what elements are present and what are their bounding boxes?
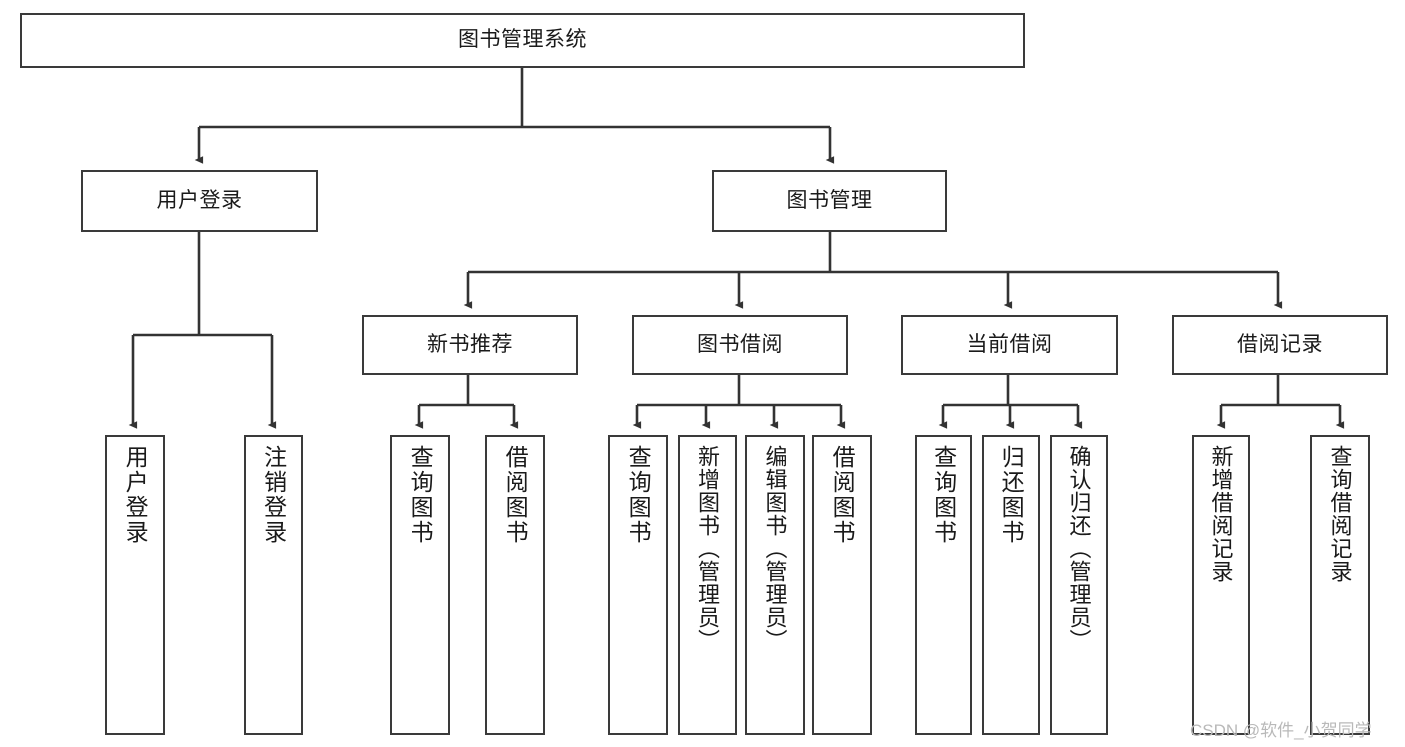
node-leaf-return-book-label: 归还图书 [998,445,1025,545]
node-leaf-borrow-book-1-label: 借阅图书 [502,445,529,545]
node-leaf-add-record[interactable]: 新增借阅记录 [1192,435,1250,735]
node-leaf-return-book[interactable]: 归还图书 [982,435,1040,735]
node-current-borrow[interactable]: 当前借阅 [901,315,1118,375]
node-leaf-borrow-book-2-label: 借阅图书 [829,445,856,545]
node-root-label: 图书管理系统 [458,28,587,52]
node-leaf-edit-book[interactable]: 编辑图书（管理员） [745,435,805,735]
node-leaf-user-login[interactable]: 用户登录 [105,435,165,735]
node-leaf-user-logout-label: 注销登录 [260,445,287,545]
node-leaf-query-book-3-label: 查询图书 [930,445,957,545]
node-book-management-label: 图书管理 [786,188,873,212]
node-leaf-confirm-return-label: 确认归还（管理员） [1066,445,1092,652]
node-leaf-user-logout[interactable]: 注销登录 [244,435,303,735]
node-leaf-edit-book-label: 编辑图书（管理员） [762,445,788,652]
node-leaf-add-record-label: 新增借阅记录 [1208,445,1234,583]
node-leaf-query-record-label: 查询借阅记录 [1327,445,1353,583]
node-leaf-user-login-label: 用户登录 [122,445,149,545]
node-leaf-query-book-1-label: 查询图书 [407,445,434,545]
node-leaf-add-book-label: 新增图书（管理员） [695,445,721,652]
node-leaf-borrow-book-2[interactable]: 借阅图书 [812,435,872,735]
node-leaf-query-book-1[interactable]: 查询图书 [390,435,450,735]
node-current-borrow-label: 当前借阅 [966,332,1053,356]
node-leaf-confirm-return[interactable]: 确认归还（管理员） [1050,435,1108,735]
node-borrow-record-label: 借阅记录 [1237,332,1323,356]
node-user-login-label: 用户登录 [156,188,243,212]
node-leaf-borrow-book-1[interactable]: 借阅图书 [485,435,545,735]
node-leaf-query-book-2-label: 查询图书 [625,445,652,545]
node-leaf-query-book-3[interactable]: 查询图书 [915,435,972,735]
node-book-borrow[interactable]: 图书借阅 [632,315,848,375]
watermark-text: CSDN @软件_小贺同学 [1190,721,1372,740]
node-book-borrow-label: 图书借阅 [697,332,783,356]
node-leaf-query-record[interactable]: 查询借阅记录 [1310,435,1370,735]
node-book-management[interactable]: 图书管理 [712,170,947,232]
node-leaf-add-book[interactable]: 新增图书（管理员） [678,435,737,735]
node-new-book-recommend-label: 新书推荐 [427,332,513,356]
node-root[interactable]: 图书管理系统 [20,13,1025,68]
node-leaf-query-book-2[interactable]: 查询图书 [608,435,668,735]
node-borrow-record[interactable]: 借阅记录 [1172,315,1388,375]
node-new-book-recommend[interactable]: 新书推荐 [362,315,578,375]
node-user-login[interactable]: 用户登录 [81,170,318,232]
